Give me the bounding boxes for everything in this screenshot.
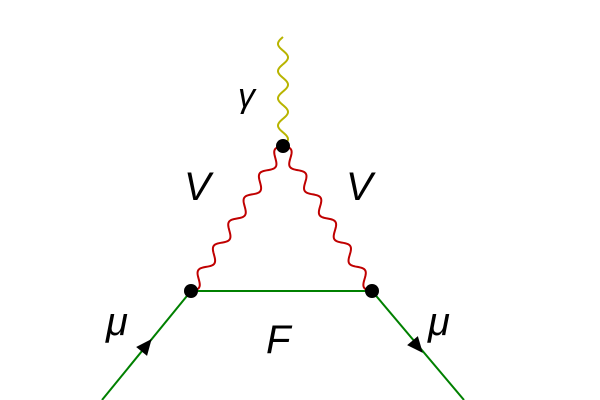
boson-left-line [190,145,284,292]
muon-out-label: μ [427,300,450,344]
left-vertex [184,284,198,298]
boson-right-label: V [346,165,376,209]
muon-in-arrow-icon [136,339,152,356]
muon-out-arrow-icon [407,336,423,353]
photon-line [277,36,289,147]
muon-in-label: μ [105,300,128,344]
top-vertex [276,139,290,153]
internal-fermion-label: F [266,318,293,362]
boson-right-line [282,145,373,292]
photon-label: γ [238,77,257,115]
right-vertex [365,284,379,298]
boson-left-label: V [184,165,214,209]
